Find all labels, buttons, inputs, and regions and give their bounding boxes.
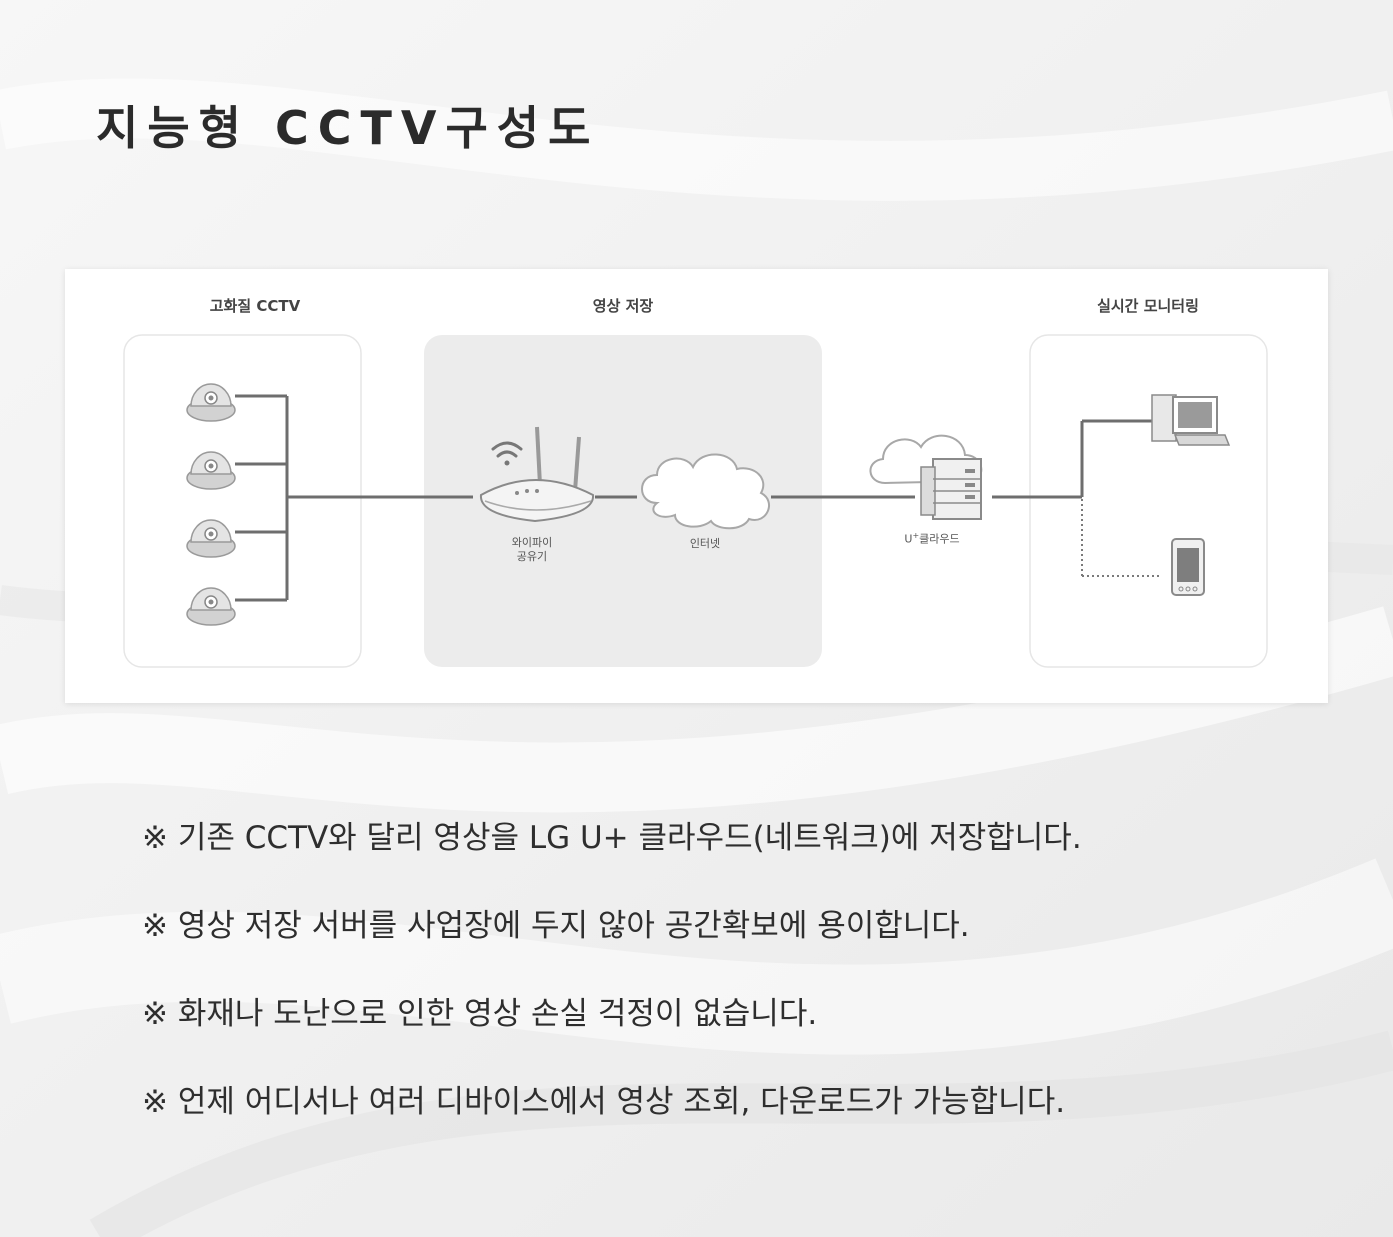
monitoring-panel xyxy=(1029,334,1268,668)
cctv-diagram: 고화질 CCTV 영상 저장 실시간 모니터링 와이파이 공유기 인터넷 U+클… xyxy=(65,269,1328,703)
connection-lines xyxy=(235,394,1152,602)
page-title: 지능형 CCTV구성도 xyxy=(96,101,600,155)
camera-icon xyxy=(186,383,236,422)
internet-cloud-icon xyxy=(641,453,770,530)
router-icon xyxy=(479,426,595,523)
uplus-cloud-label-prefix: U xyxy=(904,532,913,546)
desktop-computer-icon xyxy=(1151,394,1231,446)
dotted-line xyxy=(1081,499,1162,577)
section-label-storage: 영상 저장 xyxy=(592,297,654,315)
camera-icon xyxy=(186,519,236,558)
camera-icon xyxy=(186,587,236,626)
wifi-signal-icon xyxy=(491,441,523,466)
internet-label: 인터넷 xyxy=(689,537,721,550)
storage-panel xyxy=(424,335,822,667)
uplus-cloud-label: U+클라우드 xyxy=(904,529,959,547)
server-icon xyxy=(920,458,982,520)
note-item: ※ 기존 CCTV와 달리 영상을 LG U+ 클라우드(네트워크)에 저장합니… xyxy=(142,820,1082,856)
note-item: ※ 화재나 도난으로 인한 영상 손실 걱정이 없습니다. xyxy=(142,996,818,1032)
notes-list: ※ 기존 CCTV와 달리 영상을 LG U+ 클라우드(네트워크)에 저장합니… xyxy=(142,816,1082,1168)
note-item: ※ 언제 어디서나 여러 디바이스에서 영상 조회, 다운로드가 가능합니다. xyxy=(142,1084,1066,1120)
section-label-monitoring: 실시간 모니터링 xyxy=(1097,297,1199,315)
router-label: 와이파이 공유기 xyxy=(512,536,552,564)
uplus-cloud-label-sup: + xyxy=(912,531,920,540)
diagram-canvas xyxy=(123,334,1268,668)
note-item: ※ 영상 저장 서버를 사업장에 두지 않아 공간확보에 용이합니다. xyxy=(142,908,970,944)
cctv-panel xyxy=(123,334,362,668)
uplus-cloud-label-suffix: 클라우드 xyxy=(919,532,960,546)
router-label-line2: 공유기 xyxy=(516,550,548,563)
section-label-cctv: 고화질 CCTV xyxy=(209,297,301,315)
router-label-line1: 와이파이 xyxy=(511,536,553,549)
mobile-phone-icon xyxy=(1171,538,1205,596)
camera-icon xyxy=(186,451,236,490)
